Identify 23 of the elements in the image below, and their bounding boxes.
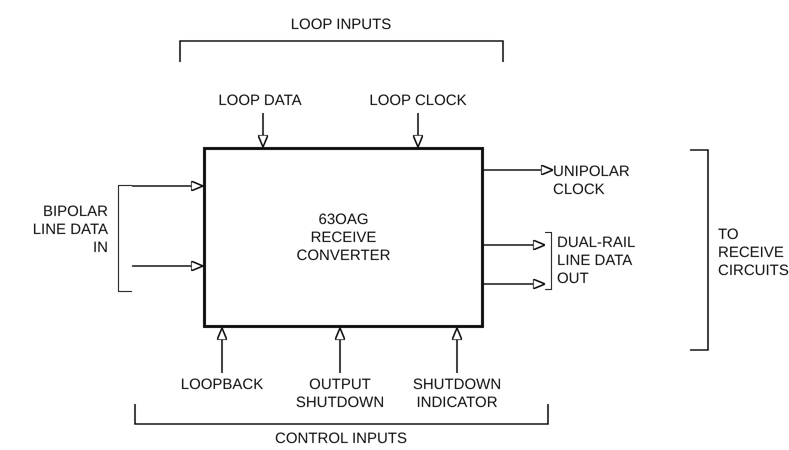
group-label: CONTROL INPUTS [274,430,408,448]
signal-label: OUTPUT SHUTDOWN [290,376,390,412]
arrow [216,327,228,373]
signal-label: LOOP CLOCK [360,92,476,110]
arrow [484,164,554,176]
arrow [484,239,546,251]
arrow [132,180,204,192]
signal-label: LOOPBACK [172,376,272,394]
block-label: 63OAG RECEIVE CONVERTER [296,210,392,264]
arrow [412,113,424,148]
group-label: LOOP INPUTS [290,16,392,34]
arrow [257,113,269,148]
arrow [334,327,346,373]
signal-label: SHUTDOWN INDICATOR [400,376,514,412]
signal-label: LOOP DATA [205,92,315,110]
arrow [132,260,204,272]
arrow [451,327,463,373]
converter-block [203,147,484,328]
arrow [484,278,546,290]
signal-label: DUAL-RAIL LINE DATA OUT [557,234,636,288]
group-label: TO RECEIVE CIRCUITS [718,226,788,280]
signal-label: UNIPOLAR CLOCK [553,163,643,199]
signal-label: BIPOLAR LINE DATA IN [32,203,108,257]
